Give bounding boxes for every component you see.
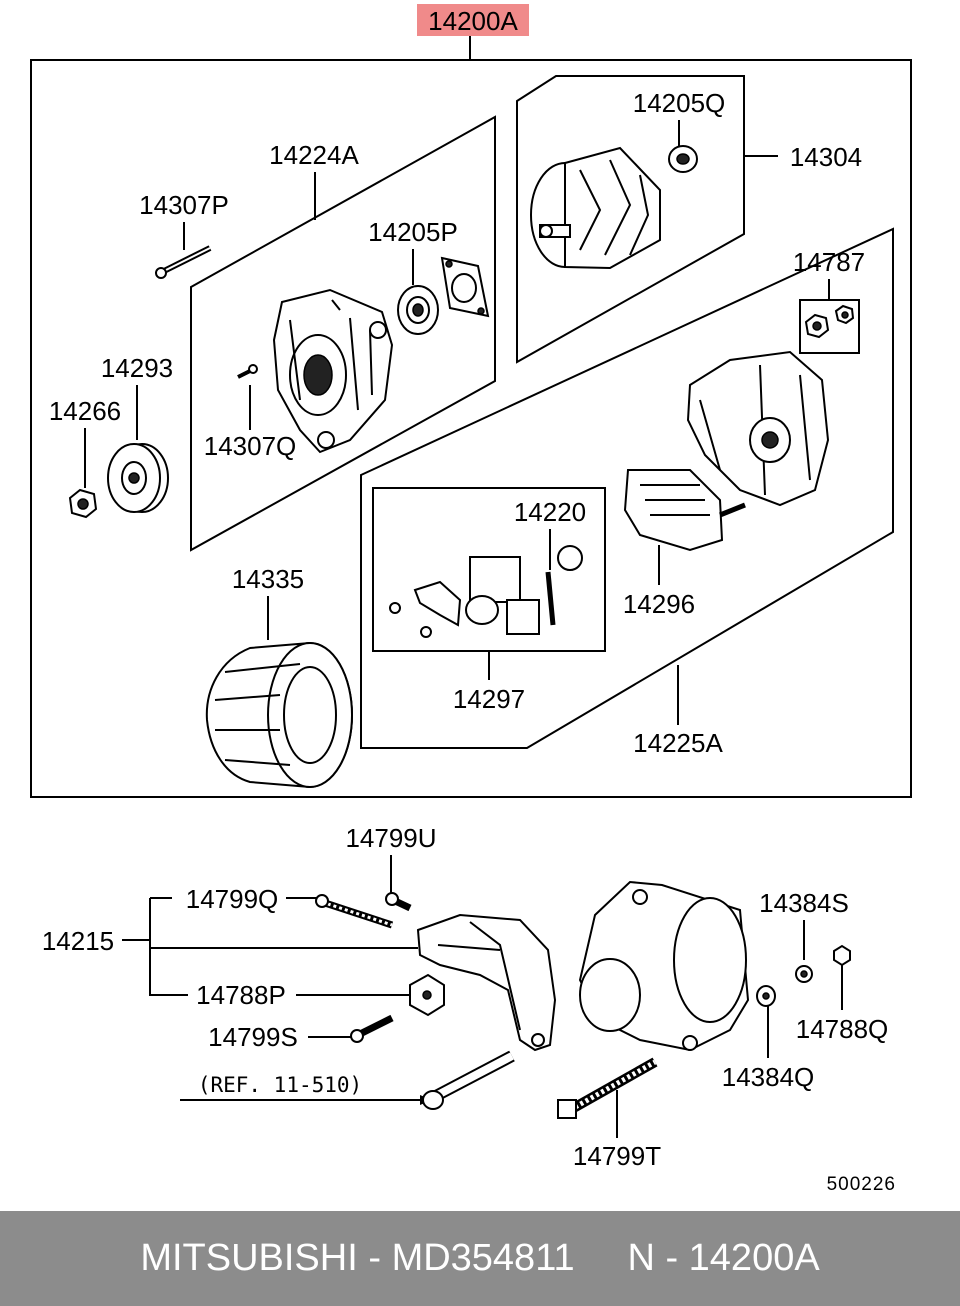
label-14799T[interactable]: 14799T: [573, 1141, 661, 1171]
bracket-14215: [416, 913, 557, 1052]
label-14297[interactable]: 14297: [453, 684, 525, 714]
label-14384Q[interactable]: 14384Q: [722, 1062, 815, 1092]
frame-14224A: [190, 115, 496, 552]
label-14799U[interactable]: 14799U: [345, 823, 436, 853]
main-part-highlight: [417, 4, 529, 36]
label-14799Q[interactable]: 14799Q: [186, 884, 279, 914]
assembly-frame: [30, 59, 912, 798]
bolt-14799S: [350, 1014, 394, 1043]
label-14384S[interactable]: 14384S: [759, 888, 849, 918]
bolt-14799U: [385, 892, 412, 912]
ref-code: 500226: [827, 1174, 896, 1195]
footer-separator: -: [368, 1237, 381, 1279]
label-14787[interactable]: 14787: [793, 247, 865, 277]
label-14205Q[interactable]: 14205Q: [633, 88, 726, 118]
rotor: [530, 146, 661, 270]
label-14293[interactable]: 14293: [101, 353, 173, 383]
long-bolt-ref: [422, 1050, 515, 1110]
bearing-14205Q: [668, 145, 698, 173]
label-14215[interactable]: 14215: [42, 926, 114, 956]
footer-n-label: N - 14200A: [627, 1237, 820, 1279]
nut-14788P: [409, 973, 445, 1017]
washer-14384Q: [756, 985, 776, 1007]
label-14296[interactable]: 14296: [623, 589, 695, 619]
bearing-14205P: [397, 285, 439, 335]
label-14266[interactable]: 14266: [49, 396, 121, 426]
pulley: [107, 443, 169, 513]
nuts-14787: [804, 304, 855, 339]
label-14205P[interactable]: 14205P: [368, 217, 458, 247]
bolt-14307P: [155, 245, 212, 279]
label-14788P[interactable]: 14788P: [196, 980, 286, 1010]
parts-diagram: 14200A 14224A 14307P 14205P 14205Q 14304…: [30, 4, 912, 1195]
label-14799S[interactable]: 14799S: [208, 1022, 298, 1052]
footer-bar: MITSUBISHI - MD354811 N - 14200A: [0, 1211, 960, 1306]
ref-note[interactable]: (REF. 11-510): [198, 1073, 362, 1097]
front-housing: [272, 288, 394, 454]
label-14335[interactable]: 14335: [232, 564, 304, 594]
main-part-label[interactable]: 14200A: [428, 6, 518, 36]
label-14220[interactable]: 14220: [514, 497, 586, 527]
label-14788Q[interactable]: 14788Q: [796, 1014, 889, 1044]
rear-housing: [686, 350, 830, 507]
label-14224A[interactable]: 14224A: [269, 140, 359, 170]
footer-brand: MITSUBISHI: [140, 1237, 358, 1279]
alternator: [578, 880, 750, 1052]
washer-14384S: [795, 965, 813, 983]
label-14304[interactable]: 14304: [790, 142, 862, 172]
rectifier: [623, 469, 746, 552]
footer-part-number[interactable]: MD354811: [391, 1237, 575, 1279]
screw-14307Q: [237, 364, 258, 379]
label-14307P[interactable]: 14307P: [139, 190, 229, 220]
stator: [205, 642, 353, 788]
bearing-plate: [440, 256, 490, 318]
frame-14225A: [360, 227, 894, 749]
nut-14266: [68, 488, 98, 519]
label-14307Q[interactable]: 14307Q: [204, 431, 297, 461]
brush-holder: [389, 545, 583, 638]
nut-14788Q: [833, 944, 851, 967]
bolt-14799T: [557, 1057, 658, 1119]
label-14225A[interactable]: 14225A: [633, 728, 723, 758]
bolt-14799Q: [315, 894, 394, 929]
